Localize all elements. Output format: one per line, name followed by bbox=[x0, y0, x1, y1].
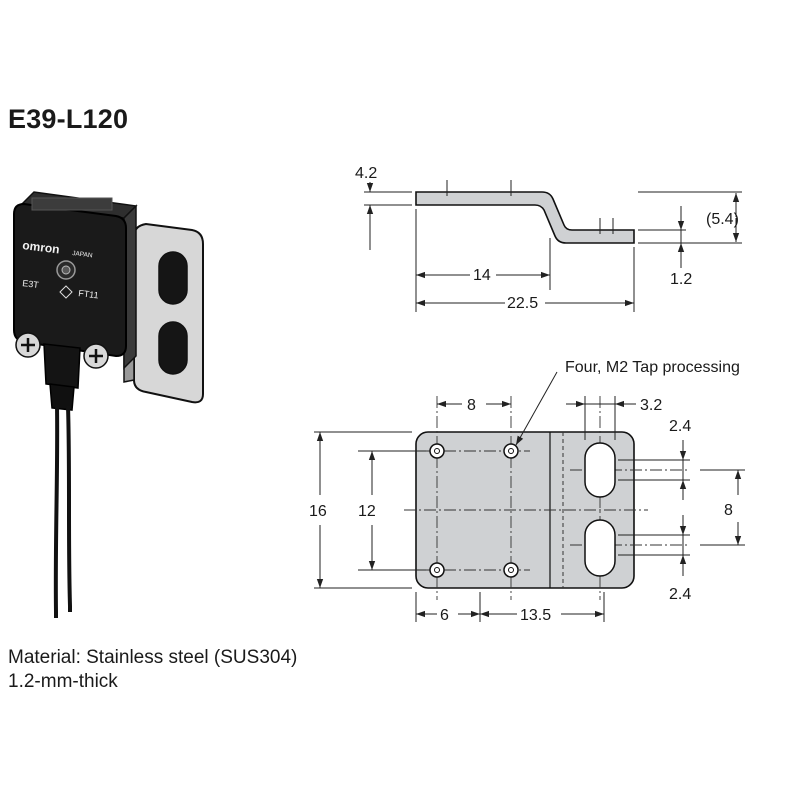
tap-hole-4 bbox=[503, 562, 519, 578]
dim-top-6: 6 bbox=[440, 607, 449, 624]
sensor-brand-text: omron bbox=[22, 238, 61, 256]
dim-side-4-2: 4.2 bbox=[355, 165, 377, 182]
slot-bottom bbox=[584, 519, 616, 577]
slot-top bbox=[584, 442, 616, 498]
dim-side-22-5: 22.5 bbox=[507, 295, 538, 312]
tap-hole-2 bbox=[503, 443, 519, 459]
material-note: Material: Stainless steel (SUS304) 1.2-m… bbox=[8, 646, 297, 694]
screw-left bbox=[15, 332, 41, 358]
page-title: E39-L120 bbox=[8, 104, 129, 134]
tap-hole-1 bbox=[429, 443, 445, 459]
sensor-illustration: omron JAPAN E3T FT11 bbox=[13, 191, 204, 618]
dim-top-2-4-lower: 2.4 bbox=[669, 586, 691, 603]
top-view: 8 3.2 16 12 2.4 8 2.4 6 13.5 bbox=[309, 359, 745, 624]
dim-top-8-y: 8 bbox=[724, 502, 733, 519]
dim-top-2-4-upper: 2.4 bbox=[669, 418, 691, 435]
dim-top-3-2: 3.2 bbox=[640, 397, 662, 414]
dim-side-14: 14 bbox=[473, 267, 491, 284]
dim-top-12: 12 bbox=[358, 503, 376, 520]
sensor-model-right-text: FT11 bbox=[78, 288, 99, 300]
dim-side-1-2: 1.2 bbox=[670, 271, 692, 288]
side-view: 4.2 (5.4) 1.2 14 22.5 bbox=[355, 165, 742, 312]
dim-side-5-4: (5.4) bbox=[706, 211, 739, 228]
sensor-model-left-text: E3T bbox=[22, 278, 40, 290]
tap-hole-3 bbox=[429, 562, 445, 578]
dim-top-8-x: 8 bbox=[467, 397, 476, 414]
sensor-origin-text: JAPAN bbox=[72, 250, 93, 259]
material-line-1: Material: Stainless steel (SUS304) bbox=[8, 647, 298, 668]
tap-callout-text: Four, M2 Tap processing bbox=[565, 359, 740, 376]
material-line-2: 1.2-mm-thick bbox=[8, 671, 118, 692]
dim-top-13-5: 13.5 bbox=[520, 607, 551, 624]
dim-top-16: 16 bbox=[309, 503, 327, 520]
screw-right bbox=[83, 343, 109, 369]
